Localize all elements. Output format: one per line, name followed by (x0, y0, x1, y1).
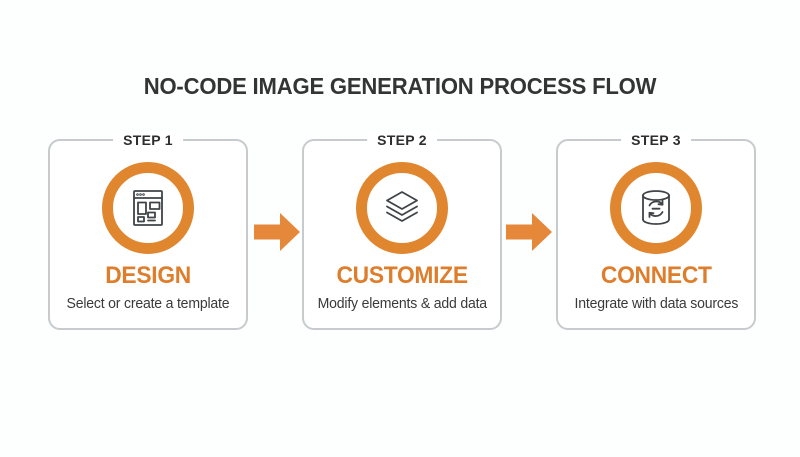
step-description: Modify elements & add data (317, 296, 487, 312)
step-label: STEP 3 (621, 131, 691, 149)
database-sync-icon (642, 190, 670, 225)
page-title: NO-CODE IMAGE GENERATION PROCESS FLOW (143, 73, 657, 99)
step-name: DESIGN (105, 262, 191, 289)
step-card-design: STEP 1 DESIGN Select or create a templat… (48, 131, 248, 330)
step-card-connect: STEP 3 CONNECT Integrate with data sourc… (556, 131, 756, 330)
arrow-right-icon (254, 213, 300, 251)
flow-connector (506, 211, 552, 253)
step-description: Select or create a template (66, 296, 230, 312)
step-card-customize: STEP 2 CUSTOMIZE Modify elements & add d… (302, 131, 502, 330)
icon-ring (356, 162, 448, 254)
icon-ring (102, 162, 194, 254)
step-label: STEP 1 (113, 131, 183, 149)
step-name: CONNECT (600, 262, 712, 289)
step-label: STEP 2 (367, 131, 437, 149)
step-name: CUSTOMIZE (336, 262, 468, 289)
template-browser-icon (133, 190, 163, 226)
flow-connector (254, 211, 300, 253)
process-flow: STEP 1 DESIGN Select or create a templat… (0, 131, 800, 330)
arrow-right-icon (506, 213, 552, 251)
icon-ring (610, 162, 702, 254)
layers-icon (386, 191, 418, 222)
step-description: Integrate with data sources (574, 296, 738, 312)
